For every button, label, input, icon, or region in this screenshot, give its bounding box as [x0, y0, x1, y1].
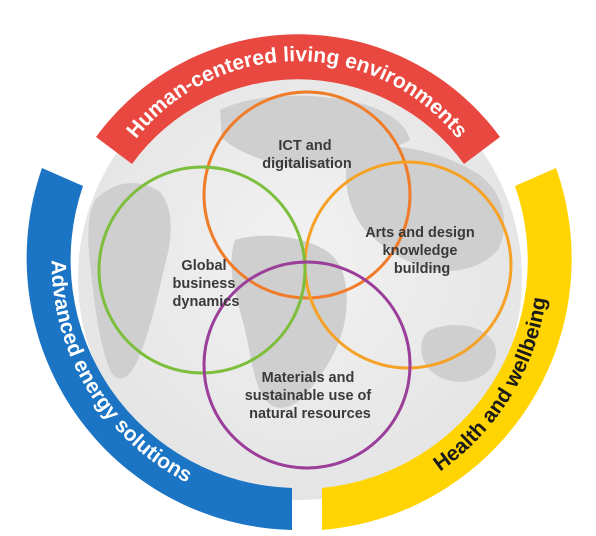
land-africa: [231, 235, 347, 408]
circle-label-arts-design: Arts and design knowledge building: [365, 225, 479, 277]
ring-segment-advanced-energy: [26, 168, 292, 530]
land-americas: [88, 182, 171, 379]
ring-segment-health: [322, 168, 572, 530]
inner-circles: ICT and digitalisation Arts and design k…: [97, 90, 513, 470]
circle-materials: [202, 260, 412, 470]
circle-label-ict: ICT and digitalisation: [262, 138, 351, 172]
circle-label-global-business: Global business dynamics: [173, 258, 240, 310]
ring-segment-human-centered: [96, 34, 500, 164]
circle-ict: [202, 90, 412, 300]
circle-label-materials: Materials and sustainable use of natural…: [245, 370, 376, 422]
circle-global-business: [97, 165, 307, 375]
